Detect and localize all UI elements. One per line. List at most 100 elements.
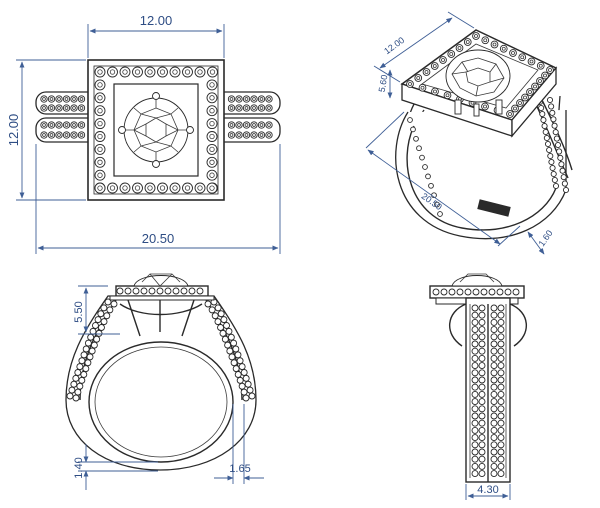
pave-stone	[406, 80, 414, 88]
pave-stone	[562, 186, 570, 194]
pave-stone	[471, 311, 479, 319]
pave-stone	[55, 104, 63, 112]
stone-table	[134, 185, 141, 191]
pave-stone	[206, 156, 218, 168]
pave-stone	[40, 131, 48, 139]
pave-stone	[428, 182, 434, 189]
pave-stone	[250, 121, 258, 129]
pave-stone	[443, 91, 452, 100]
stone-table	[97, 172, 103, 178]
stone-table	[57, 97, 61, 101]
pave-stone	[240, 369, 248, 376]
pave-stone	[238, 363, 246, 371]
stone-table	[64, 106, 69, 110]
pave-stone	[236, 357, 244, 365]
stone-table	[184, 185, 191, 191]
pave-stone	[536, 77, 544, 85]
stone-table	[445, 93, 450, 98]
pave-stone	[490, 441, 498, 449]
pave-stone	[471, 470, 479, 478]
stone-table	[197, 185, 203, 191]
stone-table	[209, 108, 215, 114]
pave-stone	[257, 95, 266, 103]
pave-stone	[440, 288, 448, 296]
stone-table	[97, 82, 103, 88]
pave-stone	[94, 182, 106, 194]
pave-stone	[472, 32, 480, 40]
pave-stone	[497, 426, 505, 434]
pave-stone	[497, 376, 505, 384]
pave-stone	[497, 333, 505, 341]
pave-stone	[471, 412, 479, 420]
pave-stone	[548, 158, 555, 166]
pave-stone	[414, 74, 423, 82]
stone-table	[237, 133, 241, 137]
stone-table	[79, 123, 84, 127]
pave-stone	[80, 371, 88, 378]
pave-stone	[521, 93, 529, 102]
pave-stone	[541, 122, 548, 130]
pave-stone	[116, 287, 124, 295]
pave-stone	[172, 287, 180, 295]
pave-stone	[478, 426, 486, 434]
stone-table	[97, 159, 103, 165]
pave-stone	[471, 326, 479, 334]
stone-table	[252, 97, 256, 101]
stone-table	[64, 123, 69, 127]
pave-stone	[497, 318, 505, 326]
front-width-label: 1.65	[229, 463, 250, 475]
pave-stone	[220, 316, 228, 324]
stone-table	[97, 95, 103, 101]
pave-stone	[234, 371, 242, 378]
stone-table	[252, 133, 256, 137]
stone-table	[465, 40, 470, 44]
pave-stone	[497, 369, 505, 377]
pave-stone	[94, 156, 106, 168]
pave-stone	[77, 104, 86, 112]
pave-stone	[242, 394, 250, 402]
pave-stone	[206, 169, 218, 181]
stone-table	[209, 120, 215, 127]
pave-stone	[72, 374, 80, 382]
stone-table	[209, 95, 215, 101]
pave-stone	[490, 455, 498, 463]
pave-stone	[74, 369, 82, 376]
pave-stone	[432, 288, 440, 296]
pave-stone	[490, 318, 498, 326]
pave-stone	[238, 382, 246, 390]
pave-stone	[94, 316, 102, 324]
stone-table	[42, 123, 46, 127]
pave-stone	[471, 455, 479, 463]
pave-stone	[478, 462, 486, 470]
pave-stone	[478, 304, 486, 312]
pave-stone	[478, 441, 486, 449]
pave-stone	[471, 333, 479, 341]
pave-stone	[84, 339, 92, 347]
pave-stone	[478, 340, 486, 348]
stone-table	[229, 97, 234, 101]
pave-stone	[506, 110, 514, 118]
pave-stone	[100, 304, 108, 312]
pave-stone	[242, 95, 251, 103]
iso-center-stone	[445, 49, 511, 117]
stone-table	[197, 69, 203, 75]
stone-table	[172, 185, 178, 191]
pave-stone	[242, 104, 251, 112]
pave-stone	[106, 306, 114, 314]
pave-stone	[257, 131, 266, 139]
pave-stone	[478, 383, 486, 391]
pave-stone	[471, 304, 479, 312]
stone-table	[252, 106, 256, 110]
pave-stone	[471, 419, 479, 427]
pave-stone	[422, 164, 428, 170]
pave-stone	[214, 318, 222, 326]
stone-table	[408, 82, 412, 86]
stone-table	[483, 104, 487, 109]
pave-stone	[148, 287, 156, 295]
pave-stone	[169, 66, 181, 78]
pave-stone	[560, 174, 567, 181]
stone-table	[492, 42, 497, 47]
pave-stone	[234, 351, 242, 359]
pave-stone	[497, 462, 505, 470]
